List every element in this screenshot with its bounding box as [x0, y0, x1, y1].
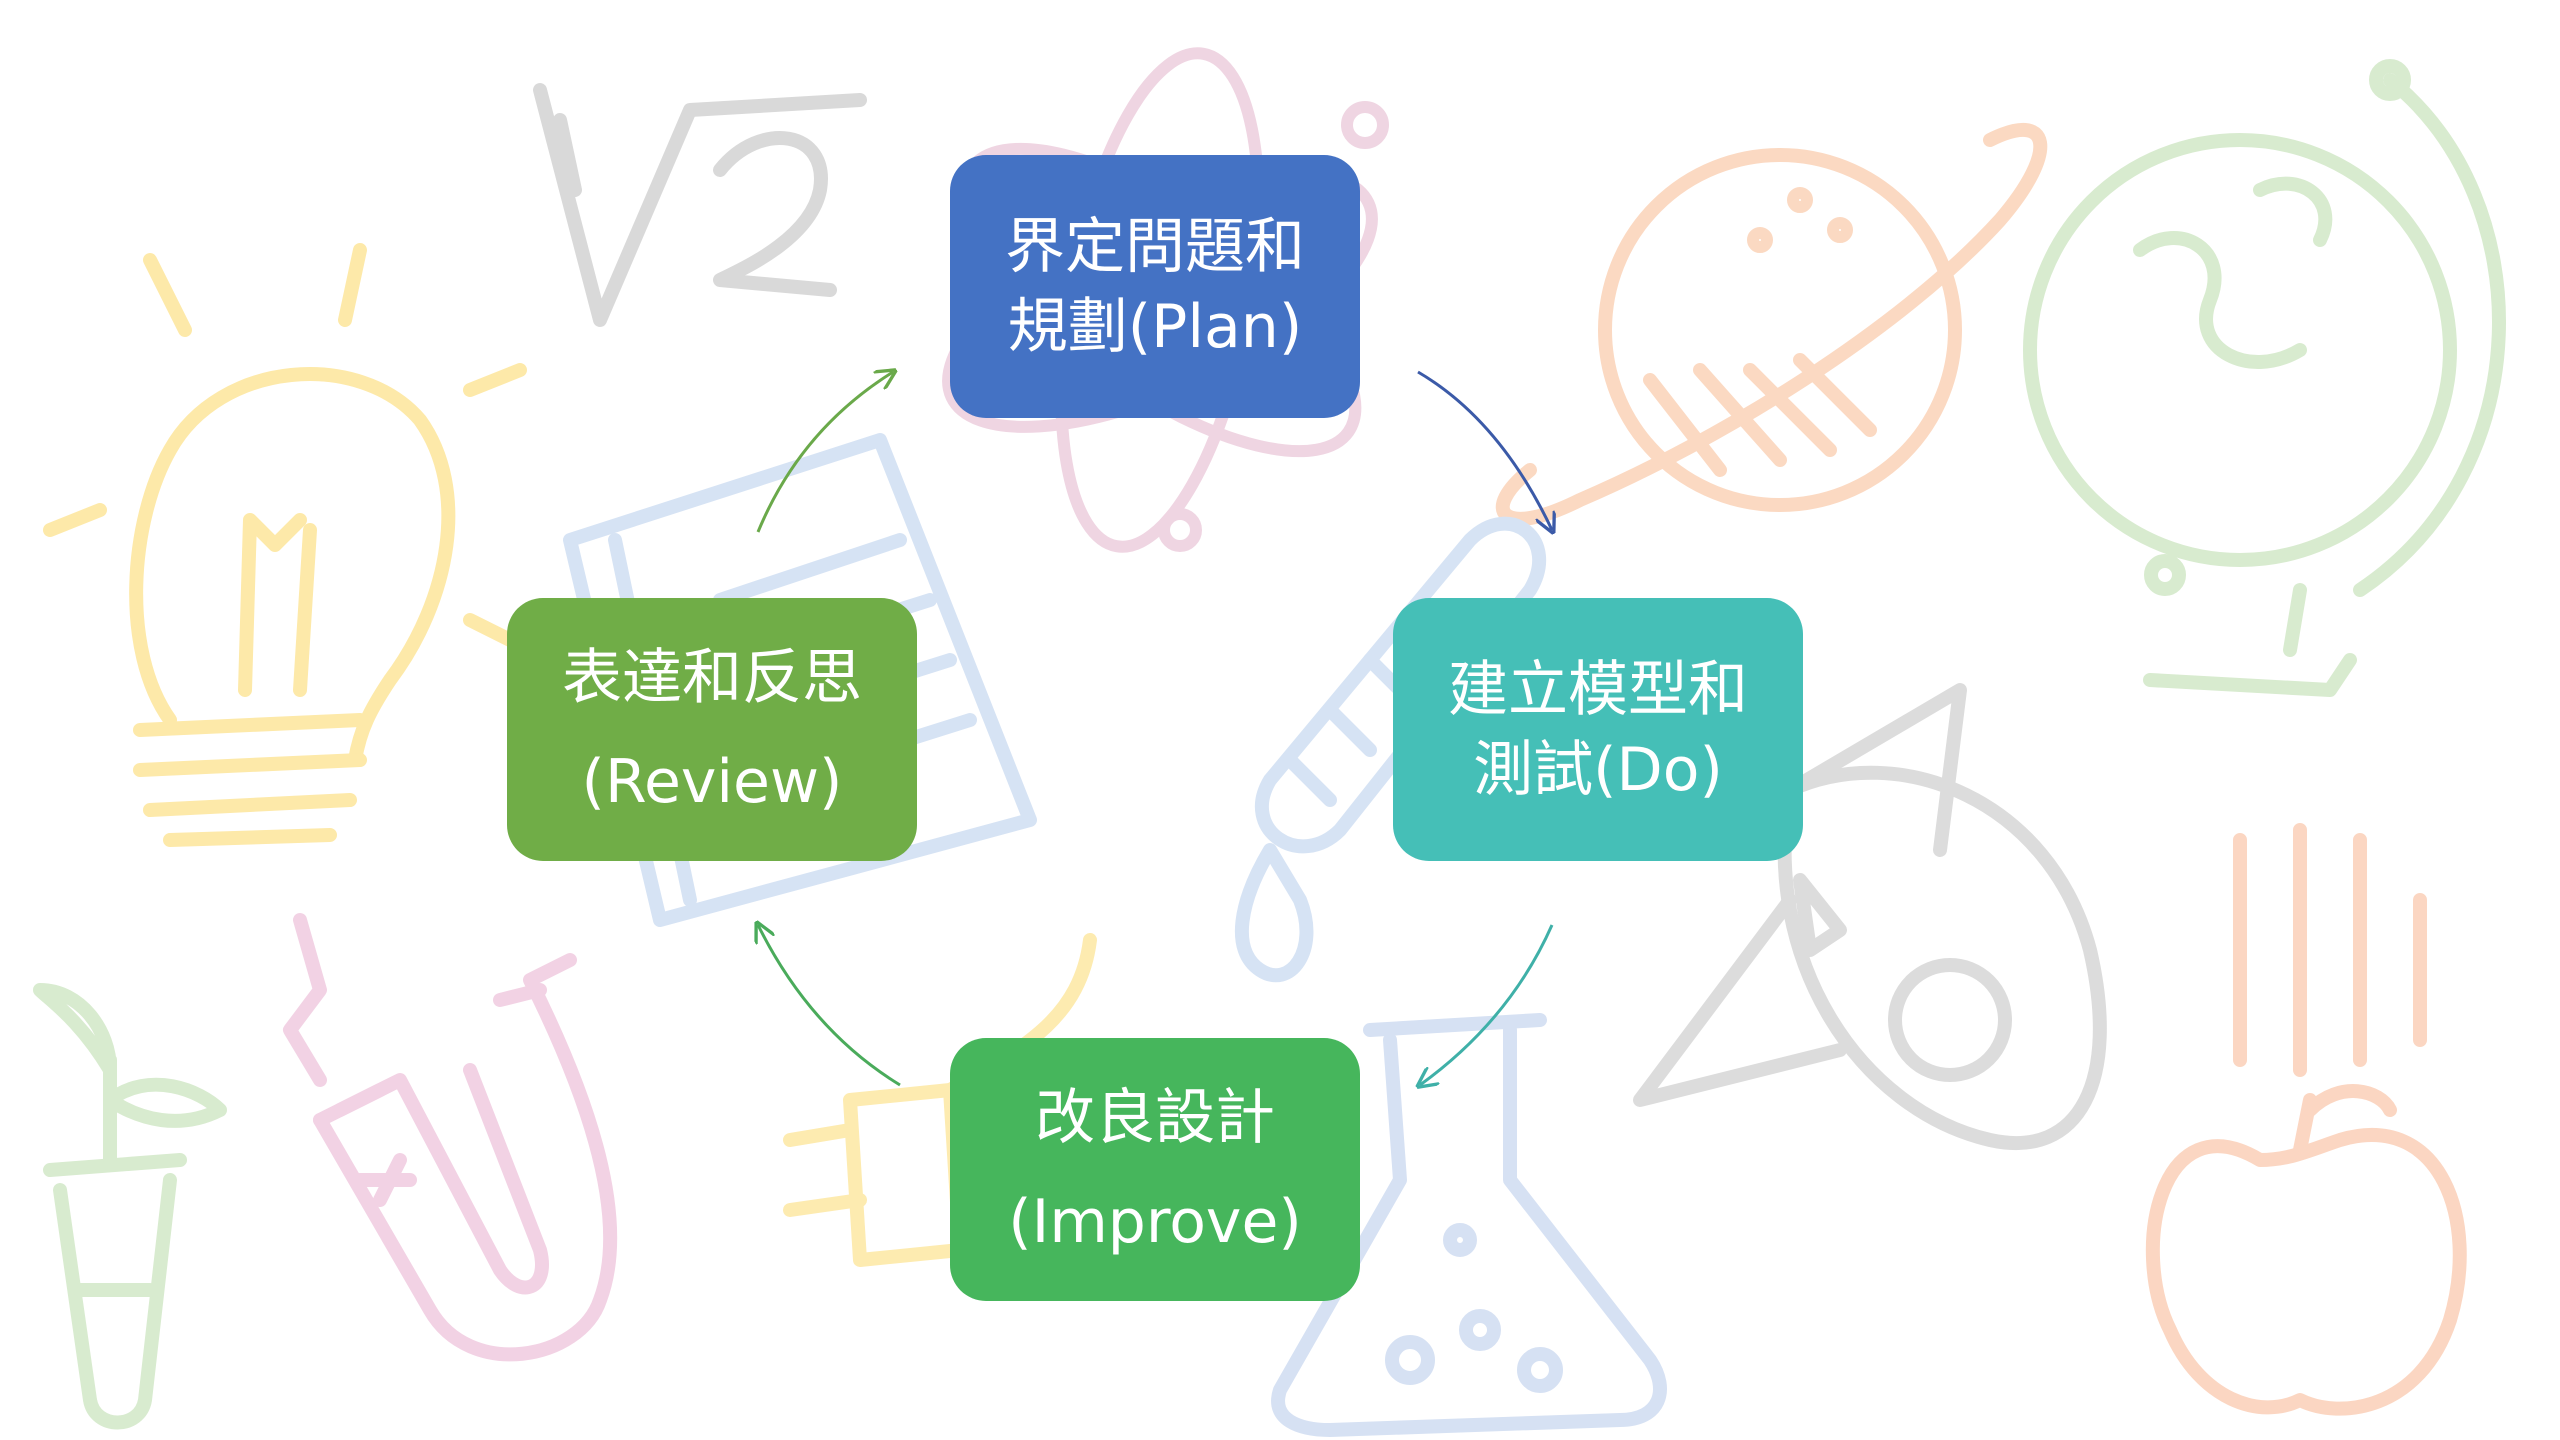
globe-doodle: [2023, 59, 2506, 697]
stage-box-plan: 界定問題和 規劃(Plan): [950, 155, 1360, 418]
flask-doodle: [1271, 1013, 1667, 1437]
stage-text-plan: 界定問題和 規劃(Plan): [1005, 207, 1305, 367]
stage-box-review: 表達和反思 (Review): [507, 598, 917, 861]
rocket-doodle: [1633, 683, 2107, 1151]
square-root-of-two-doodle: [533, 83, 867, 327]
stage-plan-subtitle: 規劃(Plan): [1007, 291, 1303, 362]
stage-do-subtitle: 測試(Do): [1473, 734, 1723, 805]
arrow-review-to-plan: [756, 372, 893, 533]
stage-review-subtitle: (Review): [581, 746, 843, 817]
arrow-plan-to-do: [1417, 370, 1552, 530]
stage-box-improve: 改良設計 (Improve): [950, 1038, 1360, 1301]
stage-text-improve: 改良設計 (Improve): [1008, 1066, 1302, 1274]
stage-box-do: 建立模型和 測試(Do): [1393, 598, 1803, 861]
stage-improve-subtitle: (Improve): [1008, 1186, 1302, 1257]
magnet-doodle: [283, 913, 618, 1362]
stage-plan-title: 界定問題和: [1005, 211, 1305, 282]
arrow-do-to-improve: [1420, 924, 1554, 1085]
light-bulb-doodle: [43, 243, 527, 847]
stage-do-title: 建立模型和: [1448, 654, 1748, 725]
stage-improve-title: 改良設計: [1035, 1082, 1275, 1153]
stage-text-do: 建立模型和 測試(Do): [1448, 650, 1748, 810]
stage-text-review: 表達和反思 (Review): [562, 626, 862, 834]
falling-apple-doodle: [2145, 823, 2467, 1416]
test-tube-doodle: [1234, 516, 1547, 983]
arrow-improve-to-review: [758, 925, 901, 1087]
stage-review-title: 表達和反思: [562, 642, 862, 713]
sprout-tube-doodle: [33, 983, 227, 1430]
